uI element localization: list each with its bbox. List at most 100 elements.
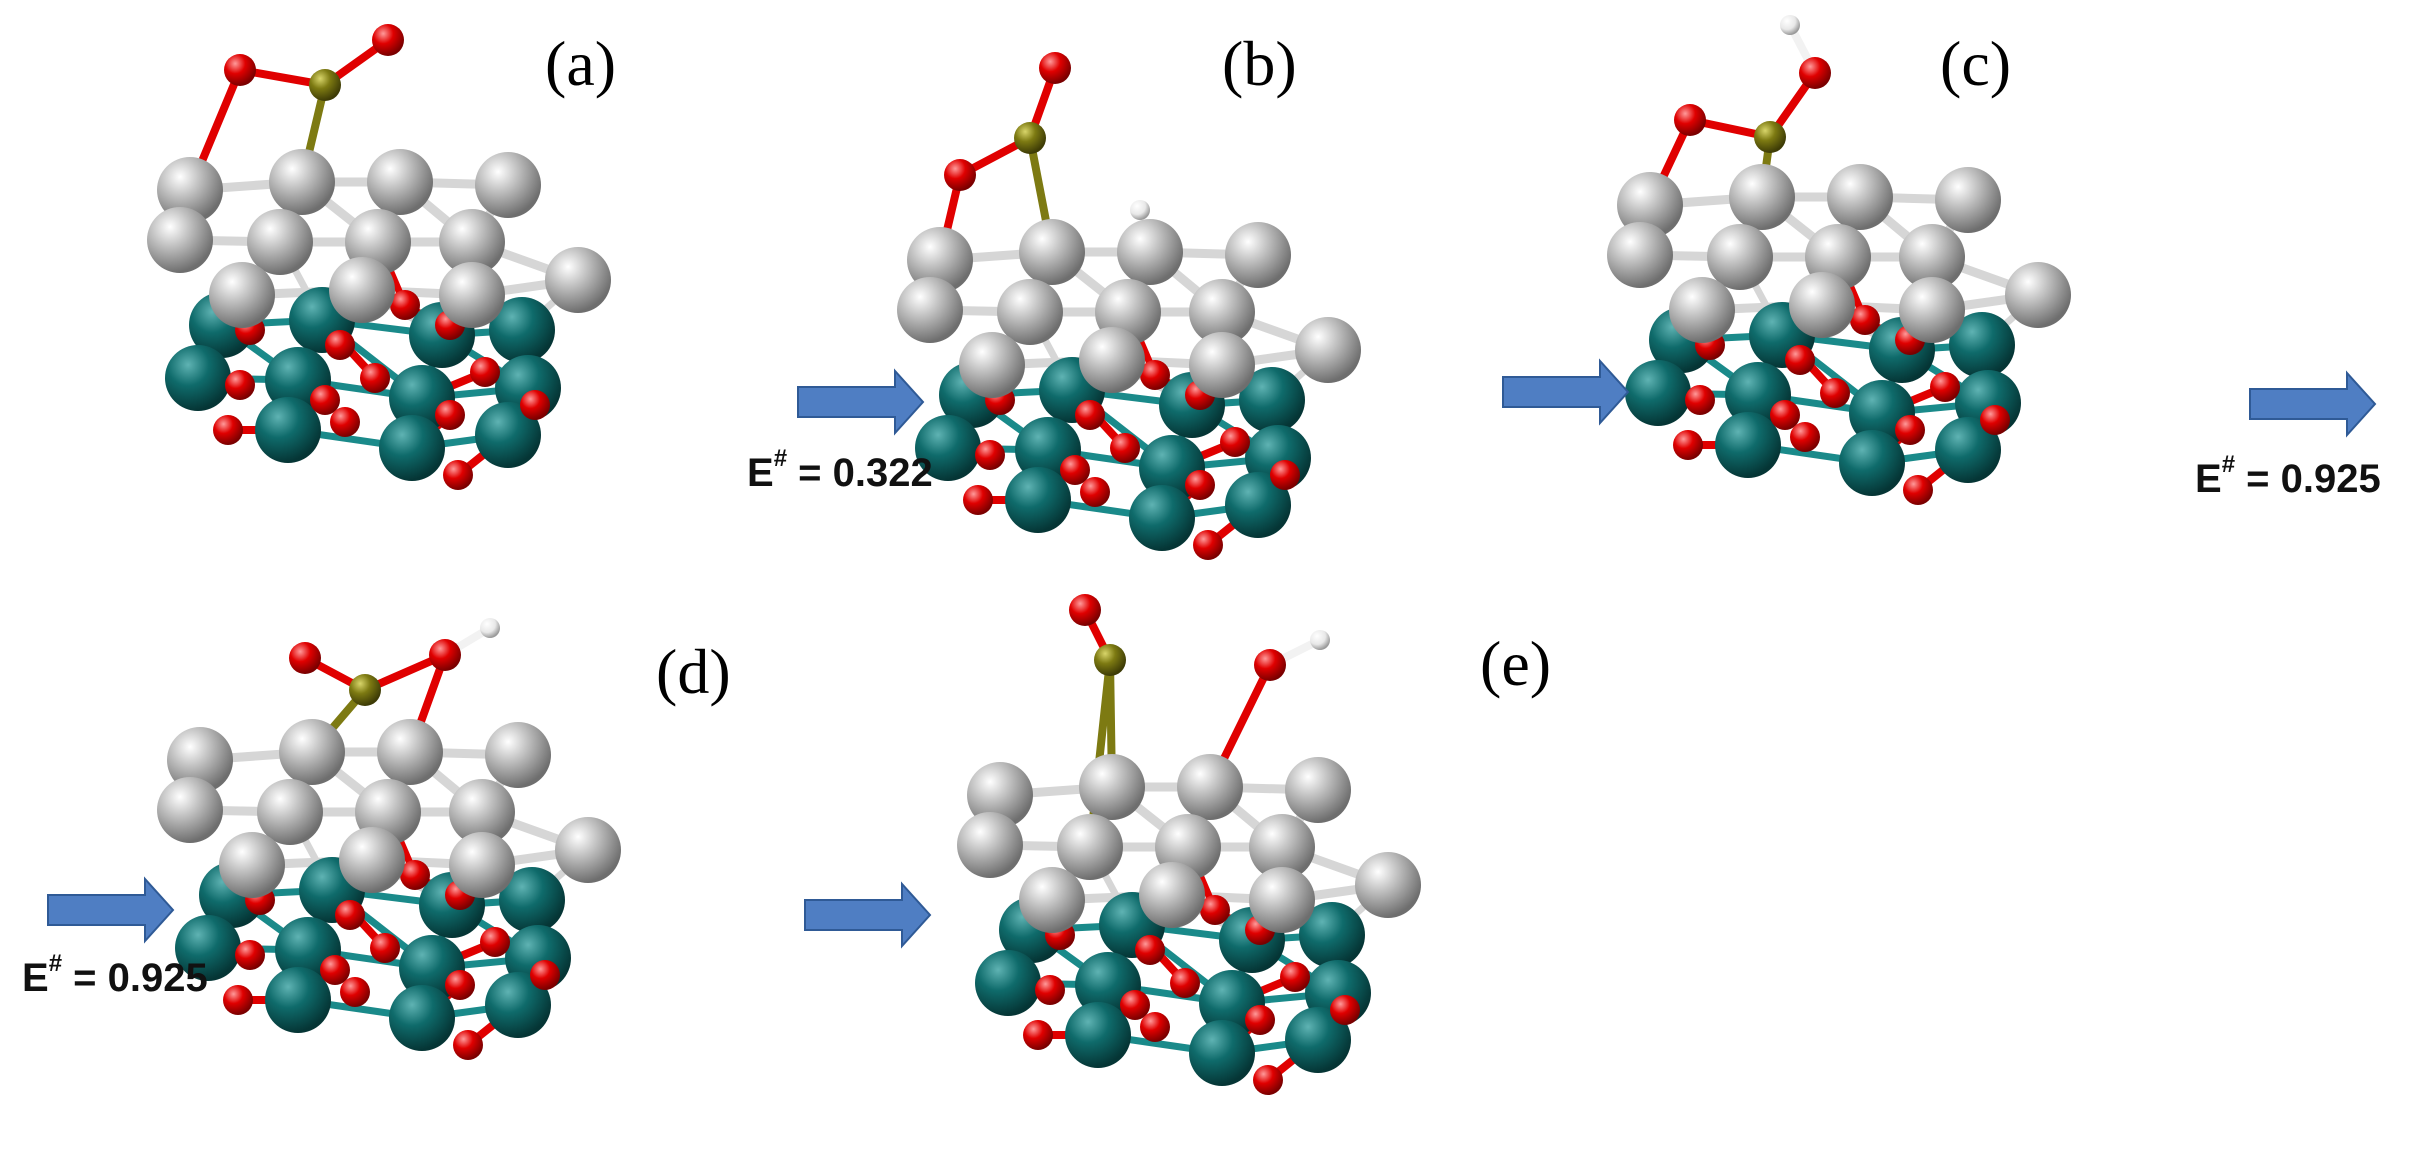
carbon-atom xyxy=(1249,867,1315,933)
barrier-label-2: E# = 0.925 xyxy=(2195,451,2381,501)
metal-atom xyxy=(1129,485,1195,551)
reaction-arrow-c-to-next xyxy=(2249,370,2377,438)
oxygen-atom xyxy=(1185,470,1215,500)
carbon-atom xyxy=(957,812,1023,878)
carbon-atom xyxy=(1607,222,1673,288)
oxygen-atom xyxy=(335,900,365,930)
oxygen-atom xyxy=(1200,895,1230,925)
carbon-atom xyxy=(247,209,313,275)
carbon-atom xyxy=(997,279,1063,345)
metal-atom xyxy=(1839,430,1905,496)
metal-atom xyxy=(1065,1002,1131,1068)
oxygen-atom xyxy=(443,460,473,490)
carbon-atom xyxy=(1935,167,2001,233)
oxygen-atom xyxy=(1280,962,1310,992)
oxygen-atom xyxy=(1254,649,1286,681)
carbon-atom xyxy=(1019,867,1085,933)
oxygen-atom xyxy=(225,370,255,400)
carbon-atom xyxy=(897,277,963,343)
panel-label-d: (d) xyxy=(656,636,731,707)
oxygen-atom xyxy=(1120,990,1150,1020)
metal-atom xyxy=(485,972,551,1038)
barrier-label-3: E# = 0.925 xyxy=(22,950,208,1000)
oxygen-atom xyxy=(1039,52,1071,84)
oxygen-atom xyxy=(480,927,510,957)
carbon-atom xyxy=(1669,277,1735,343)
carbon-atom xyxy=(2005,262,2071,328)
oxygen-atom xyxy=(320,955,350,985)
oxygen-atom xyxy=(1895,415,1925,445)
panel-label-a: (a) xyxy=(545,28,617,99)
carbon-atom xyxy=(1295,317,1361,383)
metal-atom xyxy=(1935,417,2001,483)
reaction-arrows xyxy=(47,358,2377,949)
carbon-atom xyxy=(1899,224,1965,290)
oxygen-atom xyxy=(213,415,243,445)
carbon-atom xyxy=(1355,852,1421,918)
carbon-atom xyxy=(1117,219,1183,285)
carbon-atom xyxy=(1079,327,1145,393)
molecular-structures xyxy=(147,15,2071,1095)
oxygen-atom xyxy=(360,363,390,393)
panel-e-structure xyxy=(957,594,1421,1095)
carbon-atom xyxy=(439,209,505,275)
panel-label-c: (c) xyxy=(1940,28,2012,99)
oxygen-atom xyxy=(1330,995,1360,1025)
metal-atom xyxy=(499,867,565,933)
carbon-atom xyxy=(1899,277,1965,343)
carbon-atom xyxy=(157,777,223,843)
metal-atom xyxy=(1625,360,1691,426)
carbon-atom xyxy=(157,157,223,223)
panel-c-structure-atoms xyxy=(1607,15,2071,505)
oxygen-atom xyxy=(1674,104,1706,136)
oxygen-atom xyxy=(1035,975,1065,1005)
oxygen-atom xyxy=(310,385,340,415)
carbon-atom xyxy=(147,207,213,273)
carbon-atom xyxy=(1019,219,1085,285)
oxygen-atom xyxy=(1140,1012,1170,1042)
oxygen-atom xyxy=(445,970,475,1000)
carbon-atom xyxy=(545,247,611,313)
sulfur-atom xyxy=(309,69,341,101)
carbon-atom xyxy=(475,152,541,218)
carbon-atom xyxy=(485,722,551,788)
oxygen-atom xyxy=(224,54,256,86)
oxygen-atom xyxy=(963,485,993,515)
oxygen-atom xyxy=(1193,530,1223,560)
oxygen-atom xyxy=(1075,400,1105,430)
carbon-atom xyxy=(555,817,621,883)
carbon-atom xyxy=(1249,814,1315,880)
oxygen-atom xyxy=(370,933,400,963)
oxygen-atom xyxy=(223,985,253,1015)
carbon-atom xyxy=(269,149,335,215)
oxygen-atom xyxy=(1245,1005,1275,1035)
panel-e-structure-atoms xyxy=(957,594,1421,1095)
metal-atom xyxy=(975,950,1041,1016)
sulfur-atom xyxy=(1754,121,1786,153)
sulfur-atom xyxy=(1094,644,1126,676)
metal-atom xyxy=(1715,412,1781,478)
reaction-arrow-into-d xyxy=(47,876,175,944)
carbon-atom xyxy=(1225,222,1291,288)
oxygen-atom xyxy=(1060,455,1090,485)
carbon-atom xyxy=(367,149,433,215)
metal-atom xyxy=(1189,1020,1255,1086)
carbon-atom xyxy=(279,719,345,785)
oxygen-atom xyxy=(1135,935,1165,965)
carbon-atom xyxy=(1827,164,1893,230)
oxygen-atom xyxy=(530,960,560,990)
metal-atom xyxy=(1285,1007,1351,1073)
metal-atom xyxy=(165,345,231,411)
oxygen-atom xyxy=(1270,460,1300,490)
oxygen-atom xyxy=(1023,1020,1053,1050)
metal-atom xyxy=(175,915,241,981)
carbon-atom xyxy=(1079,754,1145,820)
metal-atom xyxy=(265,967,331,1033)
metal-atom xyxy=(1005,467,1071,533)
oxygen-atom xyxy=(1820,378,1850,408)
carbon-atom xyxy=(329,257,395,323)
carbon-atom xyxy=(209,262,275,328)
oxygen-atom xyxy=(1220,427,1250,457)
carbon-atom xyxy=(1729,164,1795,230)
